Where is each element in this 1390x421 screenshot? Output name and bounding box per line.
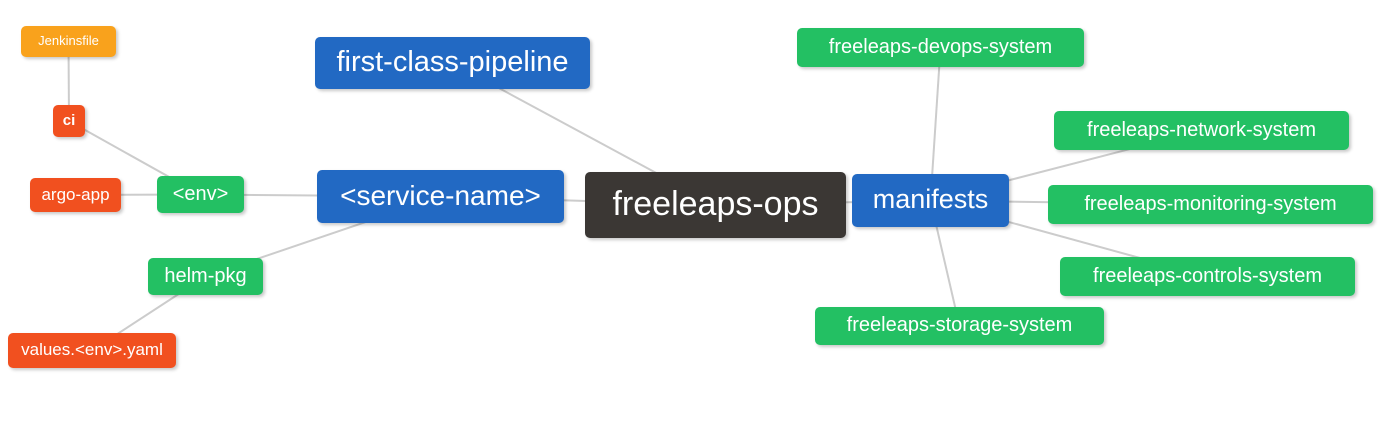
node-freeleaps-network-system[interactable]: freeleaps-network-system (1054, 111, 1349, 150)
node-freeleaps-monitoring-system[interactable]: freeleaps-monitoring-system (1048, 185, 1373, 224)
node-freeleaps-controls-system[interactable]: freeleaps-controls-system (1060, 257, 1355, 296)
node-jenkinsfile[interactable]: Jenkinsfile (21, 26, 116, 57)
node-argo-app[interactable]: argo-app (30, 178, 121, 212)
node-freeleaps-ops[interactable]: freeleaps-ops (585, 172, 846, 238)
node-freeleaps-storage-system[interactable]: freeleaps-storage-system (815, 307, 1104, 345)
node-helm-pkg[interactable]: helm-pkg (148, 258, 263, 295)
node-first-class-pipeline[interactable]: first-class-pipeline (315, 37, 590, 89)
node-service-name[interactable]: <service-name> (317, 170, 564, 223)
node-ci[interactable]: ci (53, 105, 85, 137)
node-freeleaps-devops-system[interactable]: freeleaps-devops-system (797, 28, 1084, 67)
node-manifests[interactable]: manifests (852, 174, 1009, 227)
node-values-env-yaml[interactable]: values.<env>.yaml (8, 333, 176, 368)
node-env[interactable]: <env> (157, 176, 244, 213)
